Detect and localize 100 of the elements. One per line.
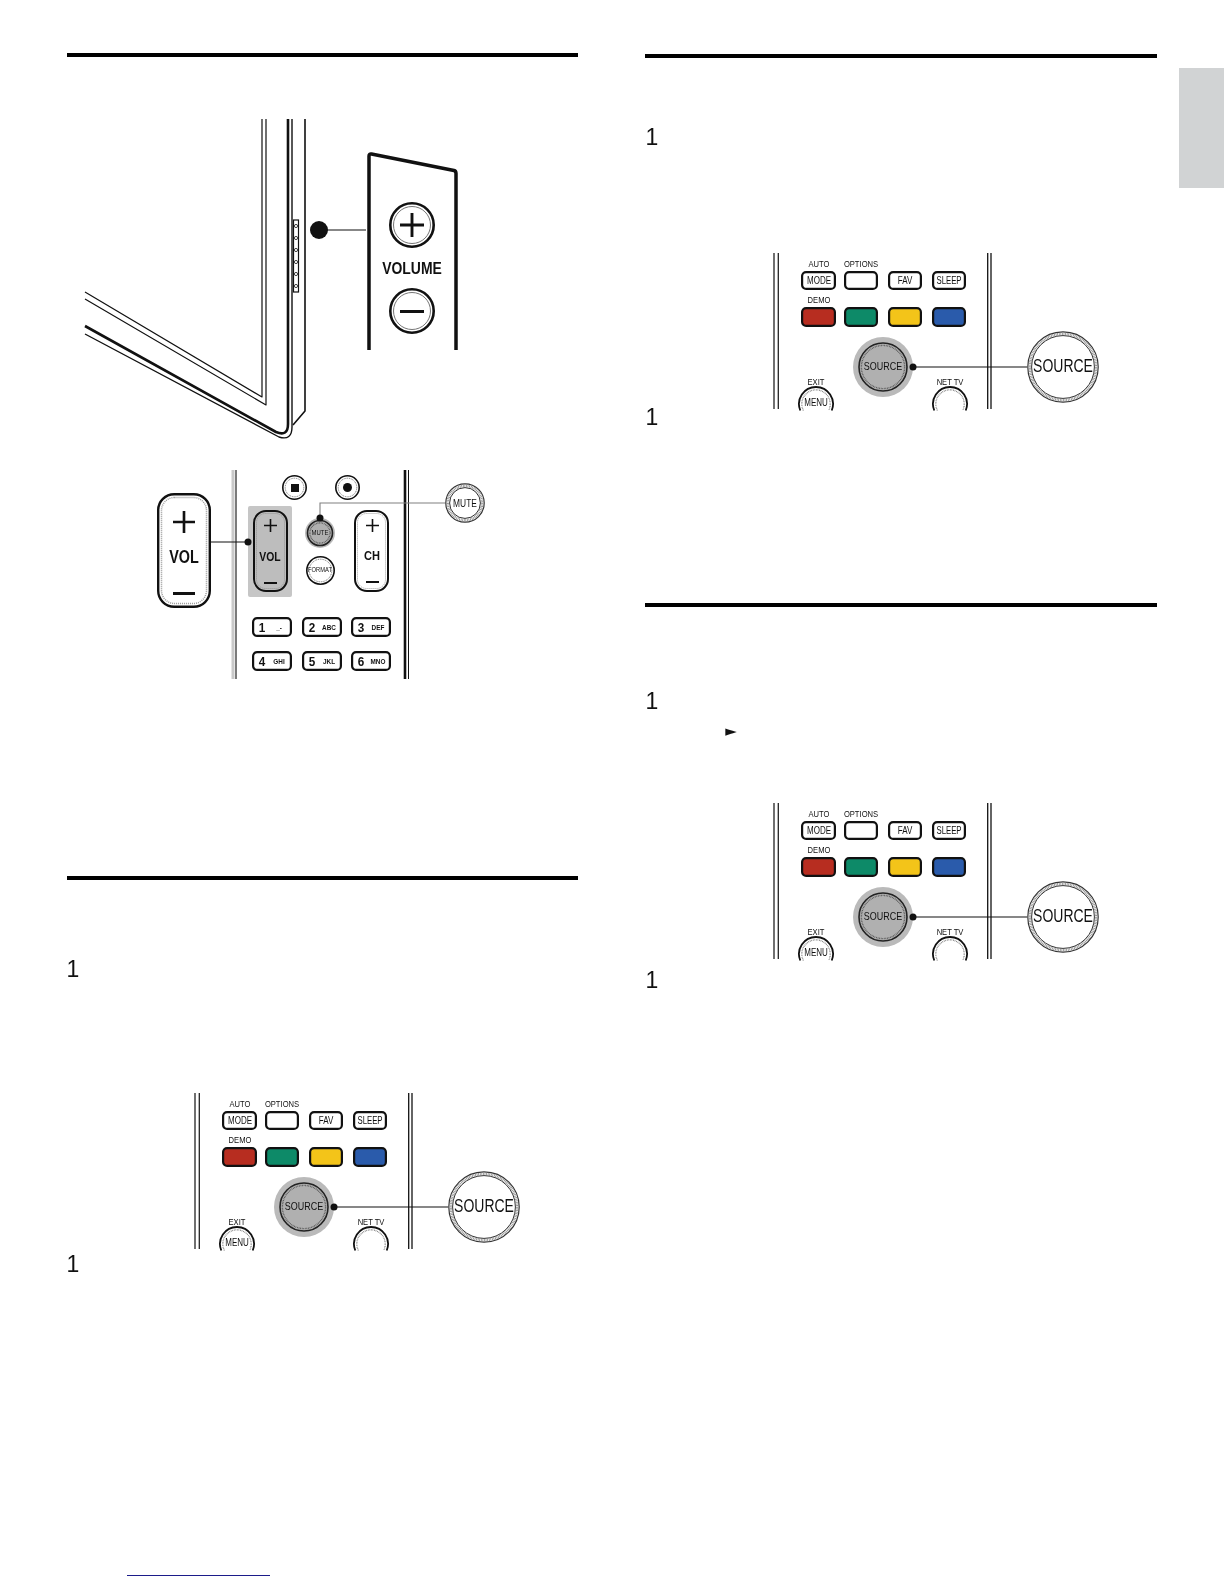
round-button xyxy=(352,1216,390,1251)
button-label: MENU xyxy=(804,948,828,958)
key-caption: OPTIONS xyxy=(843,809,879,819)
bullet-symbol: ► xyxy=(725,723,737,739)
remote-key xyxy=(932,271,966,290)
remote-key xyxy=(353,1147,387,1167)
key-caption: AUTO xyxy=(808,259,829,269)
remote-key xyxy=(888,821,922,840)
remote-control xyxy=(193,1093,415,1251)
remote-key xyxy=(265,1147,299,1167)
key-digit: 5 xyxy=(308,654,316,668)
remote-key xyxy=(932,821,966,840)
round-button xyxy=(389,202,435,248)
section-tab xyxy=(1179,68,1224,188)
remote-key xyxy=(888,307,922,327)
button-callout xyxy=(1027,881,1099,953)
button-label: MODE xyxy=(227,1115,252,1126)
round-button xyxy=(218,1216,256,1251)
key-letters: GHI xyxy=(273,658,285,666)
button-label: MODE xyxy=(806,275,831,286)
round-button xyxy=(853,337,913,397)
remote-key xyxy=(844,857,878,877)
button-callout xyxy=(445,483,485,523)
round-button xyxy=(797,926,835,961)
key-caption: DEMO xyxy=(807,845,830,855)
number-key xyxy=(351,617,391,637)
button-label: FORMAT xyxy=(308,566,332,574)
button-label: SOURCE xyxy=(1033,908,1093,926)
remote-key xyxy=(932,307,966,327)
round-button xyxy=(931,376,969,411)
remote-key xyxy=(888,271,922,290)
round-button xyxy=(335,475,360,500)
remote-key xyxy=(219,1098,260,1130)
number-key xyxy=(302,617,342,637)
remote-key xyxy=(844,307,878,327)
button-label: FAV xyxy=(897,275,913,286)
panel-label: VOLUME xyxy=(382,259,442,277)
remote-key xyxy=(798,258,839,290)
key-caption: NET TV xyxy=(936,927,964,937)
remote-key xyxy=(219,1134,260,1167)
key-digit: 6 xyxy=(357,654,365,668)
key-caption: NET TV xyxy=(936,377,964,387)
button-label: SOURCE xyxy=(284,1201,324,1213)
key-letters: _- xyxy=(276,624,282,632)
leader-line xyxy=(316,502,446,522)
number-key xyxy=(252,617,292,637)
remote-key xyxy=(262,1098,302,1130)
remote-key xyxy=(798,808,839,840)
button-label: MENU xyxy=(804,398,828,408)
button-label: FAV xyxy=(318,1115,334,1126)
button-label: VOL xyxy=(169,548,199,566)
remote-key xyxy=(932,857,966,877)
button-label: CH xyxy=(364,548,380,562)
button-label: MUTE xyxy=(311,529,329,537)
rocker-button xyxy=(248,506,292,597)
button-label: SOURCE xyxy=(454,1198,514,1216)
button-label: VOL xyxy=(259,549,281,563)
button-label: FAV xyxy=(897,825,913,836)
step-number: 1 xyxy=(645,125,659,149)
key-digit: 4 xyxy=(258,654,266,668)
key-digit: 1 xyxy=(258,620,266,634)
leader-line xyxy=(909,363,1028,371)
remote-key xyxy=(888,857,922,877)
remote-key xyxy=(798,844,839,877)
button-label: MENU xyxy=(225,1238,249,1248)
key-letters: DEF xyxy=(371,624,385,632)
button-label: SOURCE xyxy=(1033,358,1093,376)
key-caption: OPTIONS xyxy=(264,1099,300,1109)
round-button xyxy=(853,887,913,947)
button-panel xyxy=(366,151,459,350)
step-number: 1 xyxy=(66,1252,80,1276)
button-label: MUTE xyxy=(453,497,477,509)
remote-key xyxy=(841,258,881,290)
button-label: MODE xyxy=(806,825,831,836)
round-button xyxy=(389,288,435,334)
leader-line xyxy=(210,538,252,546)
round-button xyxy=(282,475,307,500)
key-caption: EXIT xyxy=(228,1217,246,1227)
round-button xyxy=(274,1177,334,1237)
button-callout xyxy=(1027,331,1099,403)
button-label: SOURCE xyxy=(863,361,903,373)
key-caption: NET TV xyxy=(357,1217,385,1227)
remote-key xyxy=(798,294,839,327)
remote-key xyxy=(841,808,881,840)
remote-control xyxy=(772,253,994,411)
round-button xyxy=(797,376,835,411)
remote-key xyxy=(353,1111,387,1130)
key-letters: MNO xyxy=(370,658,386,666)
remote-key xyxy=(309,1147,343,1167)
number-key xyxy=(302,651,342,671)
step-number: 1 xyxy=(645,968,659,992)
round-button xyxy=(305,555,335,585)
leader-line xyxy=(310,221,367,239)
key-caption: AUTO xyxy=(808,809,829,819)
step-number: 1 xyxy=(66,957,80,981)
number-key xyxy=(252,651,292,671)
button-callout xyxy=(157,493,211,608)
key-caption: DEMO xyxy=(807,295,830,305)
step-number: 1 xyxy=(645,689,659,713)
key-caption: OPTIONS xyxy=(843,259,879,269)
